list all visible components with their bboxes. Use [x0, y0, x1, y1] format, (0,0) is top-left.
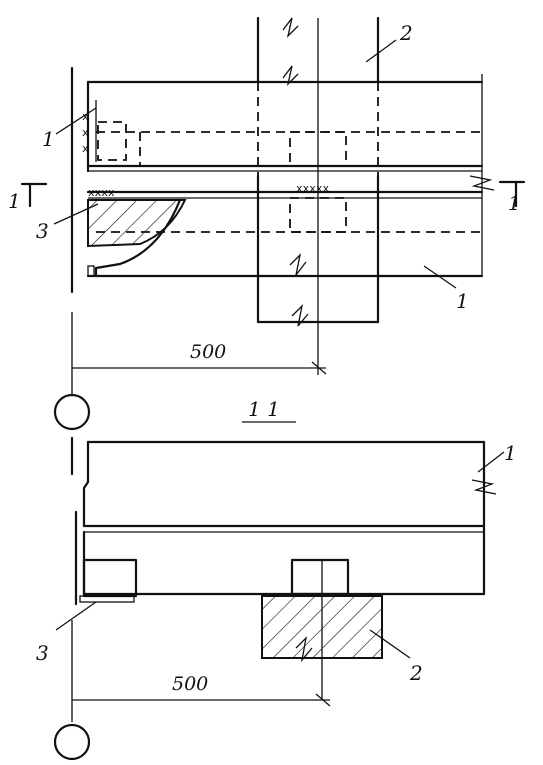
plan-break-top: [282, 17, 299, 39]
section-title: 1 1: [248, 397, 280, 421]
plan-weld-marks-left-3: x: [82, 142, 89, 155]
section-break-slab: [295, 636, 313, 663]
section-label-beam: 1: [504, 441, 517, 465]
plan-weld-marks-left: x: [82, 110, 89, 123]
section-pad-plate: [79, 595, 135, 603]
plan-leader-1-bottom: [423, 265, 457, 289]
plan-dimension-tick: [311, 361, 327, 375]
section-bearing-block: [290, 558, 350, 596]
plan-label-slab: 2: [399, 21, 413, 45]
plan-break-right: [469, 175, 495, 191]
plan-label-beam-top: 1: [42, 127, 55, 151]
plan-section-label-right: 1: [508, 191, 521, 215]
plan-view: x x x xxxx xxxxx 1 1 1: [8, 16, 526, 431]
section-beam-notch: [82, 480, 90, 528]
plan-weld-marks-pad: xxxx: [88, 186, 115, 199]
section-dimension-value: 500: [172, 673, 208, 695]
plan-pad-upper-dashed: [97, 121, 127, 161]
section-label-slab: 2: [409, 661, 423, 685]
section-leader-2: [369, 629, 411, 659]
section-dimension-tick: [315, 693, 331, 707]
plan-support-pad: [87, 199, 187, 248]
plan-break-bottom: [289, 253, 307, 276]
section-break-right: [471, 479, 497, 495]
section-label-pad: 3: [36, 641, 49, 665]
plan-weld-marks-center: xxxxx: [296, 182, 329, 195]
plan-label-pad: 3: [36, 219, 49, 243]
plan-label-beam-bottom: 1: [456, 289, 469, 313]
plan-break-bottom-2: [291, 304, 309, 327]
plan-leader-1-top: [55, 107, 97, 135]
plan-beam2-end-mark: [87, 265, 95, 277]
plan-section-label-left: 1: [8, 189, 21, 213]
plan-leader-2: [365, 39, 397, 63]
section-leader-1: [477, 451, 505, 473]
section-axis-bubble: [53, 723, 91, 761]
section-leader-3: [55, 601, 97, 631]
section-pad-block: [82, 558, 138, 598]
section-view: 1 1 1 3 2 500: [36, 397, 517, 761]
plan-weld-marks-left-2: x: [82, 126, 89, 139]
plan-break-top-2: [282, 65, 299, 87]
plan-axis-bubble: [53, 393, 91, 431]
plan-dimension-value: 500: [190, 341, 226, 363]
plan-leader-3: [53, 203, 99, 225]
